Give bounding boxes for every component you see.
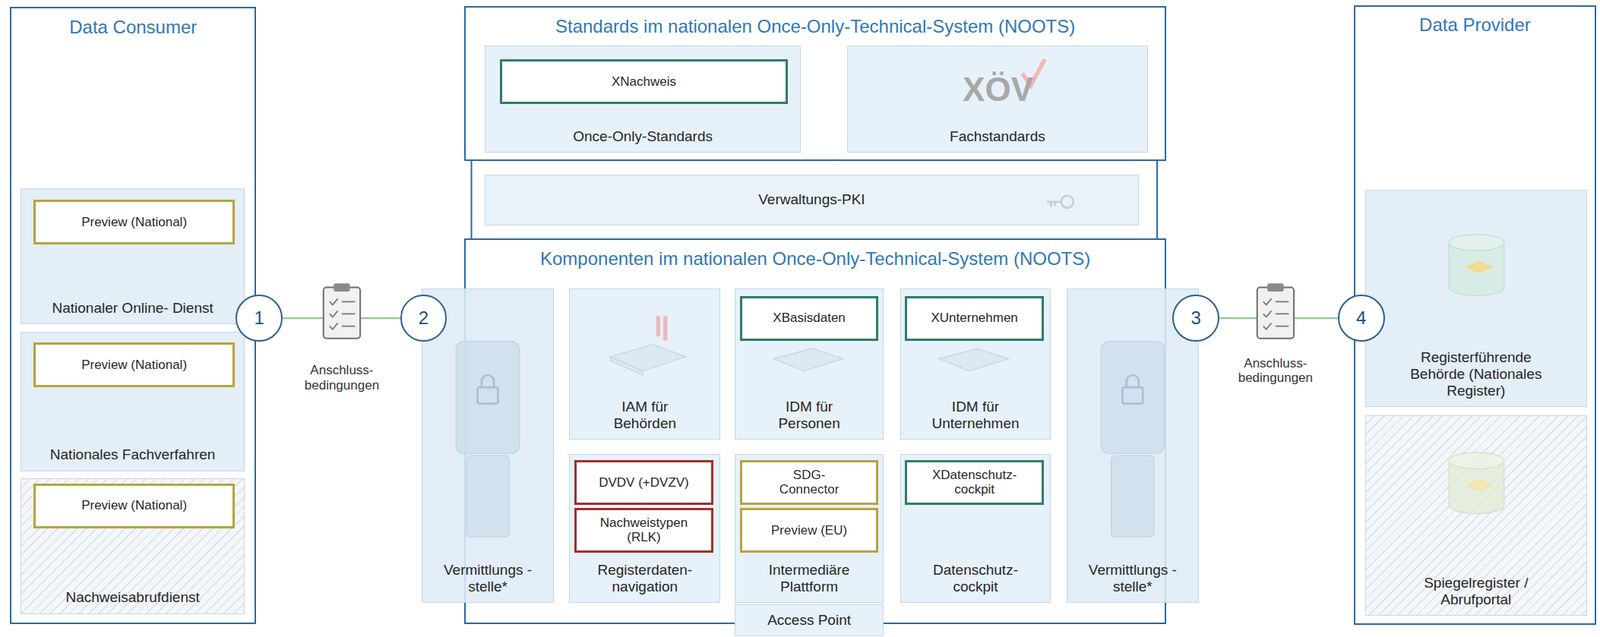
broker-box: Vermittlungs -stelle* bbox=[421, 288, 555, 604]
standard-logo: XÖV bbox=[962, 70, 1034, 110]
broker-box: Vermittlungs -stelle* bbox=[1066, 288, 1200, 604]
box-label: XDatenschutz- cockpit bbox=[923, 467, 1026, 498]
callout-circle: 1 bbox=[235, 294, 283, 342]
box-label: XBasisdaten bbox=[772, 310, 845, 326]
pki-band: Verwaltungs-PKI bbox=[484, 174, 1139, 226]
terminal-icon bbox=[455, 341, 1164, 538]
panel-heading: Data Consumer bbox=[69, 16, 197, 38]
pki-frame bbox=[471, 161, 1158, 239]
box-label: Preview (National) bbox=[81, 498, 187, 514]
callout-number: 4 bbox=[1356, 307, 1367, 329]
box-label: Once-Only-Standards bbox=[572, 128, 713, 146]
callout-number: 2 bbox=[418, 307, 429, 329]
access-point-box: Access Point bbox=[734, 604, 884, 637]
panel: Standards im nationalen Once-Only-Techni… bbox=[464, 6, 1167, 162]
box-label: Vermittlungs -stelle* bbox=[1068, 562, 1196, 596]
box-label: Registerdaten- navigation bbox=[572, 562, 718, 596]
standard-tag: Preview (National) bbox=[33, 342, 235, 388]
callout-circle: 3 bbox=[1172, 294, 1220, 342]
component-box: Registerdaten- navigation DVDV (+DVZV) Nac… bbox=[569, 454, 721, 604]
box-label: IDM für Personen bbox=[758, 398, 861, 433]
box-label: Intermediäre Plattform bbox=[758, 562, 861, 596]
callout-number: 1 bbox=[253, 307, 264, 329]
key-icon bbox=[1046, 196, 1074, 209]
clipboard-icon bbox=[1257, 283, 1294, 339]
box-label: IDM für Unternehmen bbox=[924, 398, 1027, 433]
panel-heading: Komponenten im nationalen Once-Only-Tech… bbox=[540, 248, 1091, 270]
laptop-icon bbox=[610, 344, 1009, 510]
database-icon bbox=[1448, 234, 1505, 515]
component-box: IDM für Personen XBasisdaten bbox=[734, 288, 884, 440]
panel: Data ConsumerNationaler Online- DienstPr… bbox=[9, 6, 257, 625]
component-box: Once-Only-Standards XNachweis bbox=[484, 45, 801, 153]
service-box: Nationales Fachverfahren Preview (Nationa… bbox=[20, 332, 245, 472]
panel: Data ProviderRegisterführende Behörde (N… bbox=[1353, 5, 1596, 627]
hatched-box: Spiegelregister / Abrufportal bbox=[1365, 415, 1587, 617]
panel-heading: Standards im nationalen Once-Only-Techni… bbox=[555, 15, 1076, 38]
box-label: Preview (EU) bbox=[771, 523, 848, 539]
panel: Komponenten im nationalen Once-Only-Tech… bbox=[464, 238, 1167, 625]
standard-tag: SDG- Connector bbox=[739, 460, 880, 506]
component-box: IDM für Unternehmen XUnternehmen bbox=[900, 288, 1052, 440]
clipboard-icon bbox=[323, 283, 361, 339]
box-label: XNachweis bbox=[611, 74, 677, 90]
panel-heading: Data Provider bbox=[1419, 14, 1531, 36]
box-label: IAM für Behörden bbox=[594, 398, 696, 433]
lock-icon bbox=[477, 375, 1144, 405]
service-box: Registerführende Behörde (Nationales Reg… bbox=[1365, 189, 1587, 408]
box-label: XUnternehmen bbox=[930, 310, 1018, 326]
callout-number: 3 bbox=[1190, 307, 1201, 329]
box-label: Nachweisabrufdienst bbox=[65, 589, 200, 607]
component-box: Datenschutz- cockpit XDatenschutz- cockpi… bbox=[900, 454, 1052, 604]
box-label: Fachstandards bbox=[949, 128, 1046, 146]
box-label: Verwaltungs-PKI bbox=[758, 191, 865, 209]
box-label: Vermittlungs -stelle* bbox=[424, 562, 552, 596]
box-label: Nachweistypen (RLK) bbox=[592, 515, 695, 546]
person-icon bbox=[657, 316, 665, 341]
standard-tag: XDatenschutz- cockpit bbox=[904, 460, 1044, 506]
standard-tag: Preview (National) bbox=[33, 199, 235, 245]
standard-tag: XUnternehmen bbox=[904, 296, 1044, 342]
connection-note: Anschluss- bedingungen bbox=[290, 363, 393, 394]
box-label: Preview (National) bbox=[81, 357, 187, 374]
box-label: Access Point bbox=[767, 612, 851, 630]
standard-tag: Preview (EU) bbox=[739, 508, 880, 554]
hatched-box: Nachweisabrufdienst Preview (National) bbox=[20, 478, 245, 615]
box-label: Registerführende Behörde (Nationales Reg… bbox=[1394, 349, 1558, 400]
callout-circle: 4 bbox=[1337, 294, 1385, 342]
standard-tag: XBasisdaten bbox=[739, 296, 880, 342]
standard-tag: DVDV (+DVZV) bbox=[574, 460, 714, 506]
box-label: Spiegelregister / Abrufportal bbox=[1410, 575, 1544, 609]
connection-note: Anschluss- bedingungen bbox=[1224, 356, 1327, 386]
box-label: Nationaler Online- Dienst bbox=[50, 300, 215, 317]
connection-line bbox=[1219, 317, 1338, 320]
connection-line bbox=[282, 317, 400, 320]
callout-circle: 2 bbox=[400, 294, 448, 342]
box-label: SDG- Connector bbox=[768, 467, 850, 498]
box-label: Nationales Fachverfahren bbox=[50, 446, 216, 464]
standard-tag: Preview (National) bbox=[33, 483, 235, 529]
standard-tag: Nachweistypen (RLK) bbox=[574, 508, 714, 554]
standard-tag: XNachweis bbox=[499, 59, 788, 105]
checkmark-logo bbox=[1022, 59, 1046, 86]
box-label: Datenschutz- cockpit bbox=[913, 562, 1037, 596]
box-label: Preview (National) bbox=[81, 215, 187, 231]
component-box: Intermediäre Plattform SDG- ConnectorPrev… bbox=[734, 454, 884, 604]
component-box: IAM für Behörden bbox=[569, 288, 721, 440]
box-label: DVDV (+DVZV) bbox=[598, 475, 690, 491]
service-box: Nationaler Online- Dienst Preview (Nation… bbox=[20, 188, 245, 325]
